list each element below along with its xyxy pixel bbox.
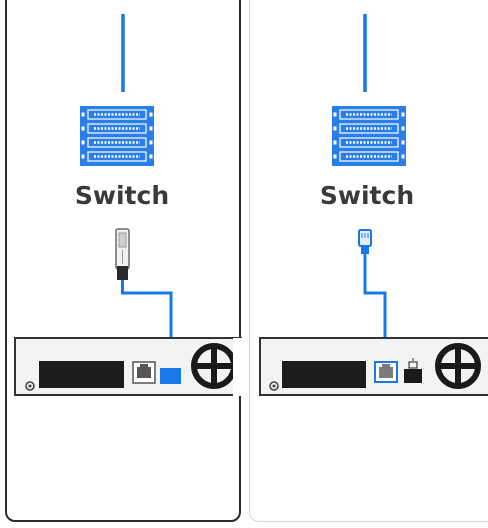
- left-switch-label: Switch: [74, 181, 170, 210]
- right-panel: [249, 0, 488, 522]
- right-device: [259, 337, 488, 396]
- left-device-cable: [121, 280, 173, 370]
- right-device-cable: [363, 254, 387, 368]
- left-device: [14, 337, 243, 396]
- rj45-plug-icon: [358, 229, 372, 254]
- sfp-module-icon: [115, 228, 130, 280]
- right-switch-icon: [332, 106, 406, 166]
- right-switch-label: Switch: [319, 181, 415, 210]
- left-switch-icon: [80, 106, 154, 166]
